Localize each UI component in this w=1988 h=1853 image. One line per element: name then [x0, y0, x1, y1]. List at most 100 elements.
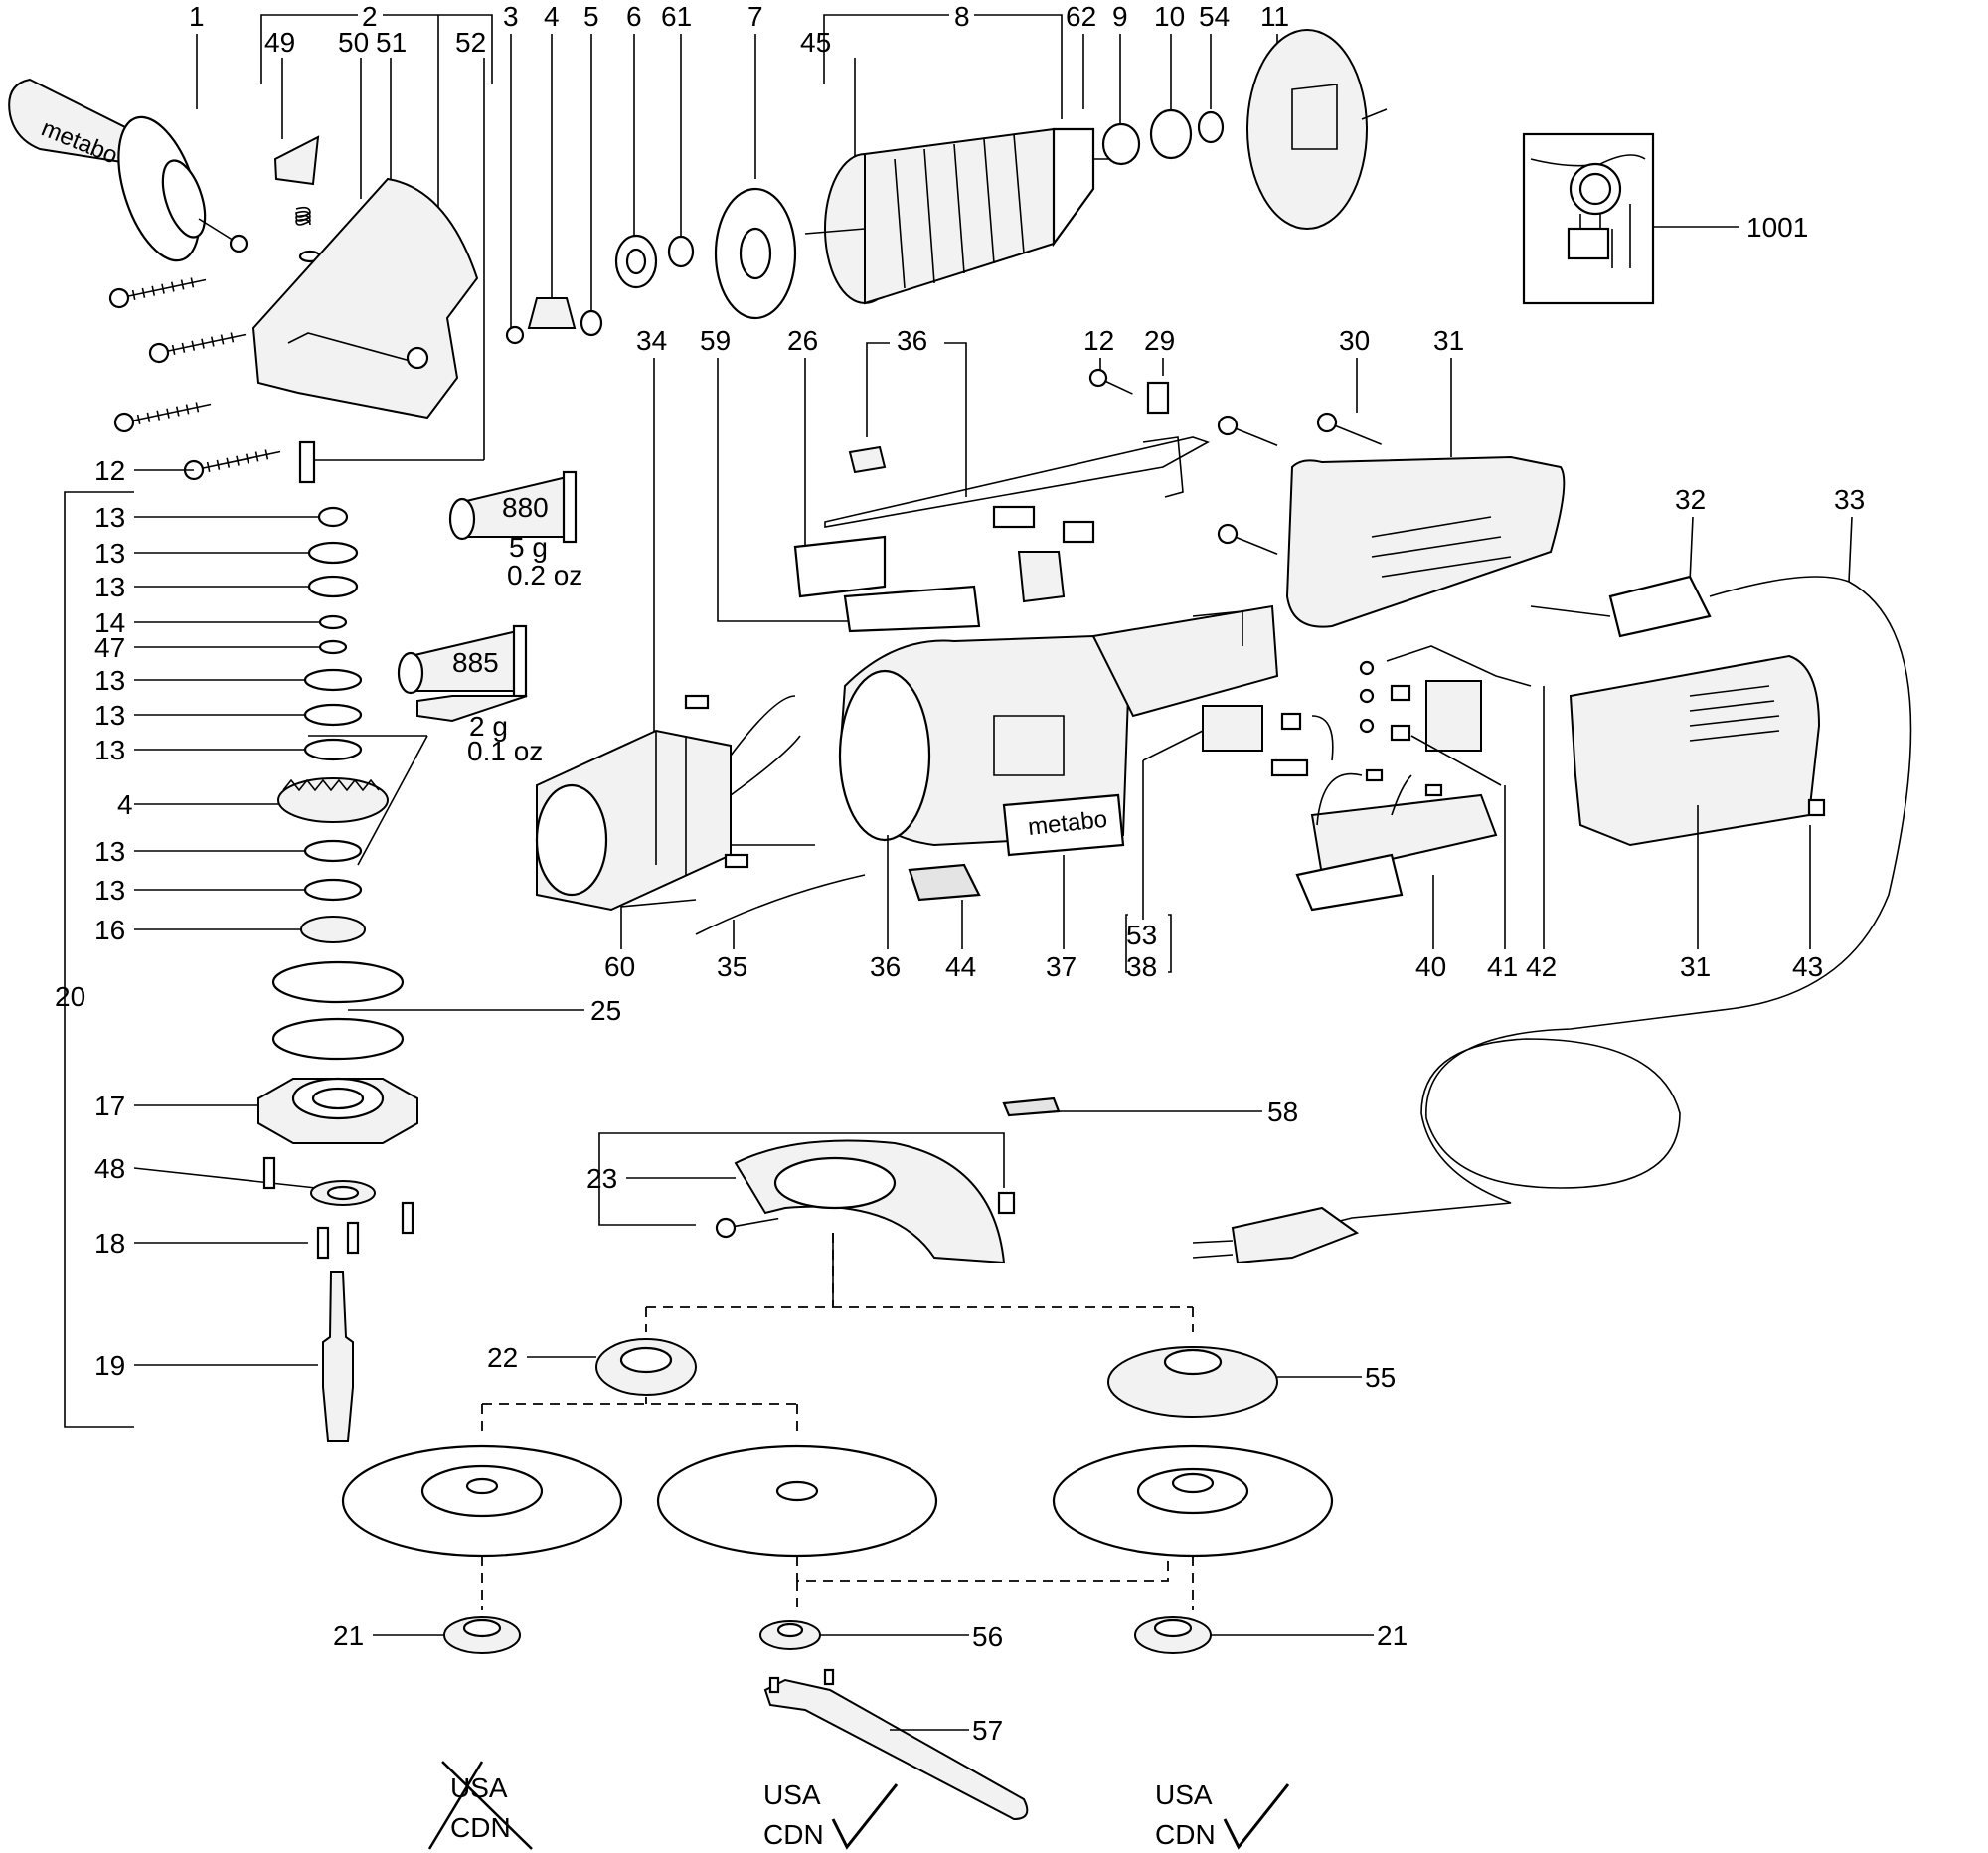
- callout-1001: 1001: [1746, 212, 1808, 243]
- region-3-line1: USA: [1155, 1779, 1213, 1810]
- callout-34: 34: [636, 325, 667, 356]
- callout-31-bottom: 31: [1680, 951, 1711, 982]
- callout-5: 5: [583, 1, 599, 32]
- callout-11: 11: [1260, 1, 1289, 32]
- callout-40: 40: [1415, 951, 1446, 982]
- small-screws-mid: [1088, 368, 1383, 555]
- region-mark-approved-2: USA CDN: [1155, 1779, 1290, 1850]
- top-row-callouts: 1 2 49 50 51 52 3 4 5 6 61 7 8 45 62 9: [189, 1, 1289, 461]
- grease-885-weight-oz: 0.1 oz: [467, 736, 543, 766]
- callout-48: 48: [94, 1153, 125, 1184]
- gear-head-stack: [257, 506, 418, 1442]
- callout-20: 20: [55, 981, 85, 1012]
- callout-37: 37: [1046, 951, 1077, 982]
- power-cord: [1192, 575, 1912, 1264]
- callout-6: 6: [626, 1, 642, 32]
- callout-43: 43: [1792, 951, 1823, 982]
- callout-50: 50: [338, 27, 369, 58]
- callout-21-left: 21: [333, 1620, 364, 1651]
- callout-21-right: 21: [1377, 1620, 1408, 1651]
- grease-880-weight-g: 5 g: [509, 532, 548, 563]
- grease-885-code: 885: [452, 647, 499, 678]
- callout-13-a: 13: [94, 502, 125, 533]
- callout-4: 4: [544, 1, 560, 32]
- callout-42: 42: [1526, 951, 1557, 982]
- left-column-callouts: 12 20 13 13 13 14 47 13 13 13 4 13 13 16…: [55, 455, 621, 1428]
- region-3-line2: CDN: [1155, 1819, 1216, 1850]
- callout-9: 9: [1112, 1, 1128, 32]
- switch-assembly: [1202, 705, 1334, 777]
- callout-13-h: 13: [94, 875, 125, 906]
- field-stator: [535, 694, 866, 935]
- grease-tube-880: 880 5 g 0.2 oz: [448, 470, 582, 590]
- callout-41: 41: [1487, 951, 1518, 982]
- callout-2: 2: [362, 1, 378, 32]
- callout-58: 58: [1267, 1096, 1298, 1127]
- lower-accessories: 58 23 22 55 2: [333, 1096, 1408, 1821]
- callout-13-f: 13: [94, 735, 125, 765]
- grease-880-code: 880: [502, 492, 549, 523]
- brand-label-37: metabo: [908, 793, 1125, 902]
- grease-tube-885: 885 2 g 0.1 oz: [397, 624, 543, 766]
- callout-33: 33: [1834, 484, 1865, 515]
- callout-10: 10: [1154, 1, 1185, 32]
- region-2-line1: USA: [763, 1779, 821, 1810]
- callout-22: 22: [487, 1342, 518, 1373]
- callout-54: 54: [1199, 1, 1230, 32]
- callout-12-left: 12: [94, 455, 125, 486]
- callout-13-g: 13: [94, 836, 125, 867]
- callout-23: 23: [586, 1163, 617, 1194]
- callout-60: 60: [604, 951, 635, 982]
- region-mark-excluded: USA CDN: [427, 1761, 533, 1850]
- motor-housing-covers: [1285, 455, 1826, 847]
- callout-7: 7: [747, 1, 763, 32]
- callout-4-left: 4: [117, 789, 133, 820]
- callout-35: 35: [717, 951, 747, 982]
- small-bearing-parts: [505, 187, 797, 345]
- callout-14: 14: [94, 607, 125, 638]
- callout-30: 30: [1339, 325, 1370, 356]
- inset-1001: 1001: [1522, 132, 1808, 305]
- switch-rod: [793, 436, 1210, 633]
- callout-47: 47: [94, 632, 125, 663]
- region-2-line2: CDN: [763, 1819, 824, 1850]
- gear-housing: [838, 604, 1279, 847]
- region-1-line2: CDN: [450, 1812, 511, 1843]
- rear-bearing-cover: [1246, 29, 1388, 230]
- callout-12-mid: 12: [1083, 325, 1114, 356]
- callout-51: 51: [376, 27, 407, 58]
- callout-18: 18: [94, 1228, 125, 1259]
- callout-8: 8: [954, 1, 970, 32]
- callout-53: 53: [1126, 920, 1157, 950]
- callout-25: 25: [590, 995, 621, 1026]
- callout-38: 38: [1126, 951, 1157, 982]
- callout-49: 49: [264, 27, 295, 58]
- callout-3: 3: [503, 1, 519, 32]
- grease-885-weight-g: 2 g: [469, 711, 508, 742]
- side-handle: metabo: [8, 78, 248, 262]
- region-mark-approved-1: USA CDN: [763, 1779, 899, 1850]
- grease-880-weight-oz: 0.2 oz: [507, 560, 582, 590]
- callout-56: 56: [972, 1621, 1003, 1652]
- callout-31-top: 31: [1433, 325, 1464, 356]
- callout-57: 57: [972, 1715, 1003, 1746]
- callout-45: 45: [800, 27, 831, 58]
- callout-13-c: 13: [94, 572, 125, 602]
- callout-1: 1: [189, 1, 205, 32]
- callout-36-bottom: 36: [870, 951, 901, 982]
- callout-36-top: 36: [897, 325, 927, 356]
- callout-13-b: 13: [94, 538, 125, 569]
- callout-16: 16: [94, 915, 125, 945]
- callout-55: 55: [1365, 1362, 1396, 1393]
- callout-62: 62: [1066, 1, 1096, 32]
- callout-26: 26: [787, 325, 818, 356]
- callout-13-e: 13: [94, 700, 125, 731]
- electronics-module: [1295, 645, 1532, 912]
- callout-52: 52: [455, 27, 486, 58]
- callout-61: 61: [661, 1, 692, 32]
- callout-59: 59: [700, 325, 731, 356]
- callout-32: 32: [1675, 484, 1706, 515]
- middle-row-callouts: 34 59 26 36 12 29 30 31 32 33: [636, 325, 1865, 736]
- callout-13-d: 13: [94, 665, 125, 696]
